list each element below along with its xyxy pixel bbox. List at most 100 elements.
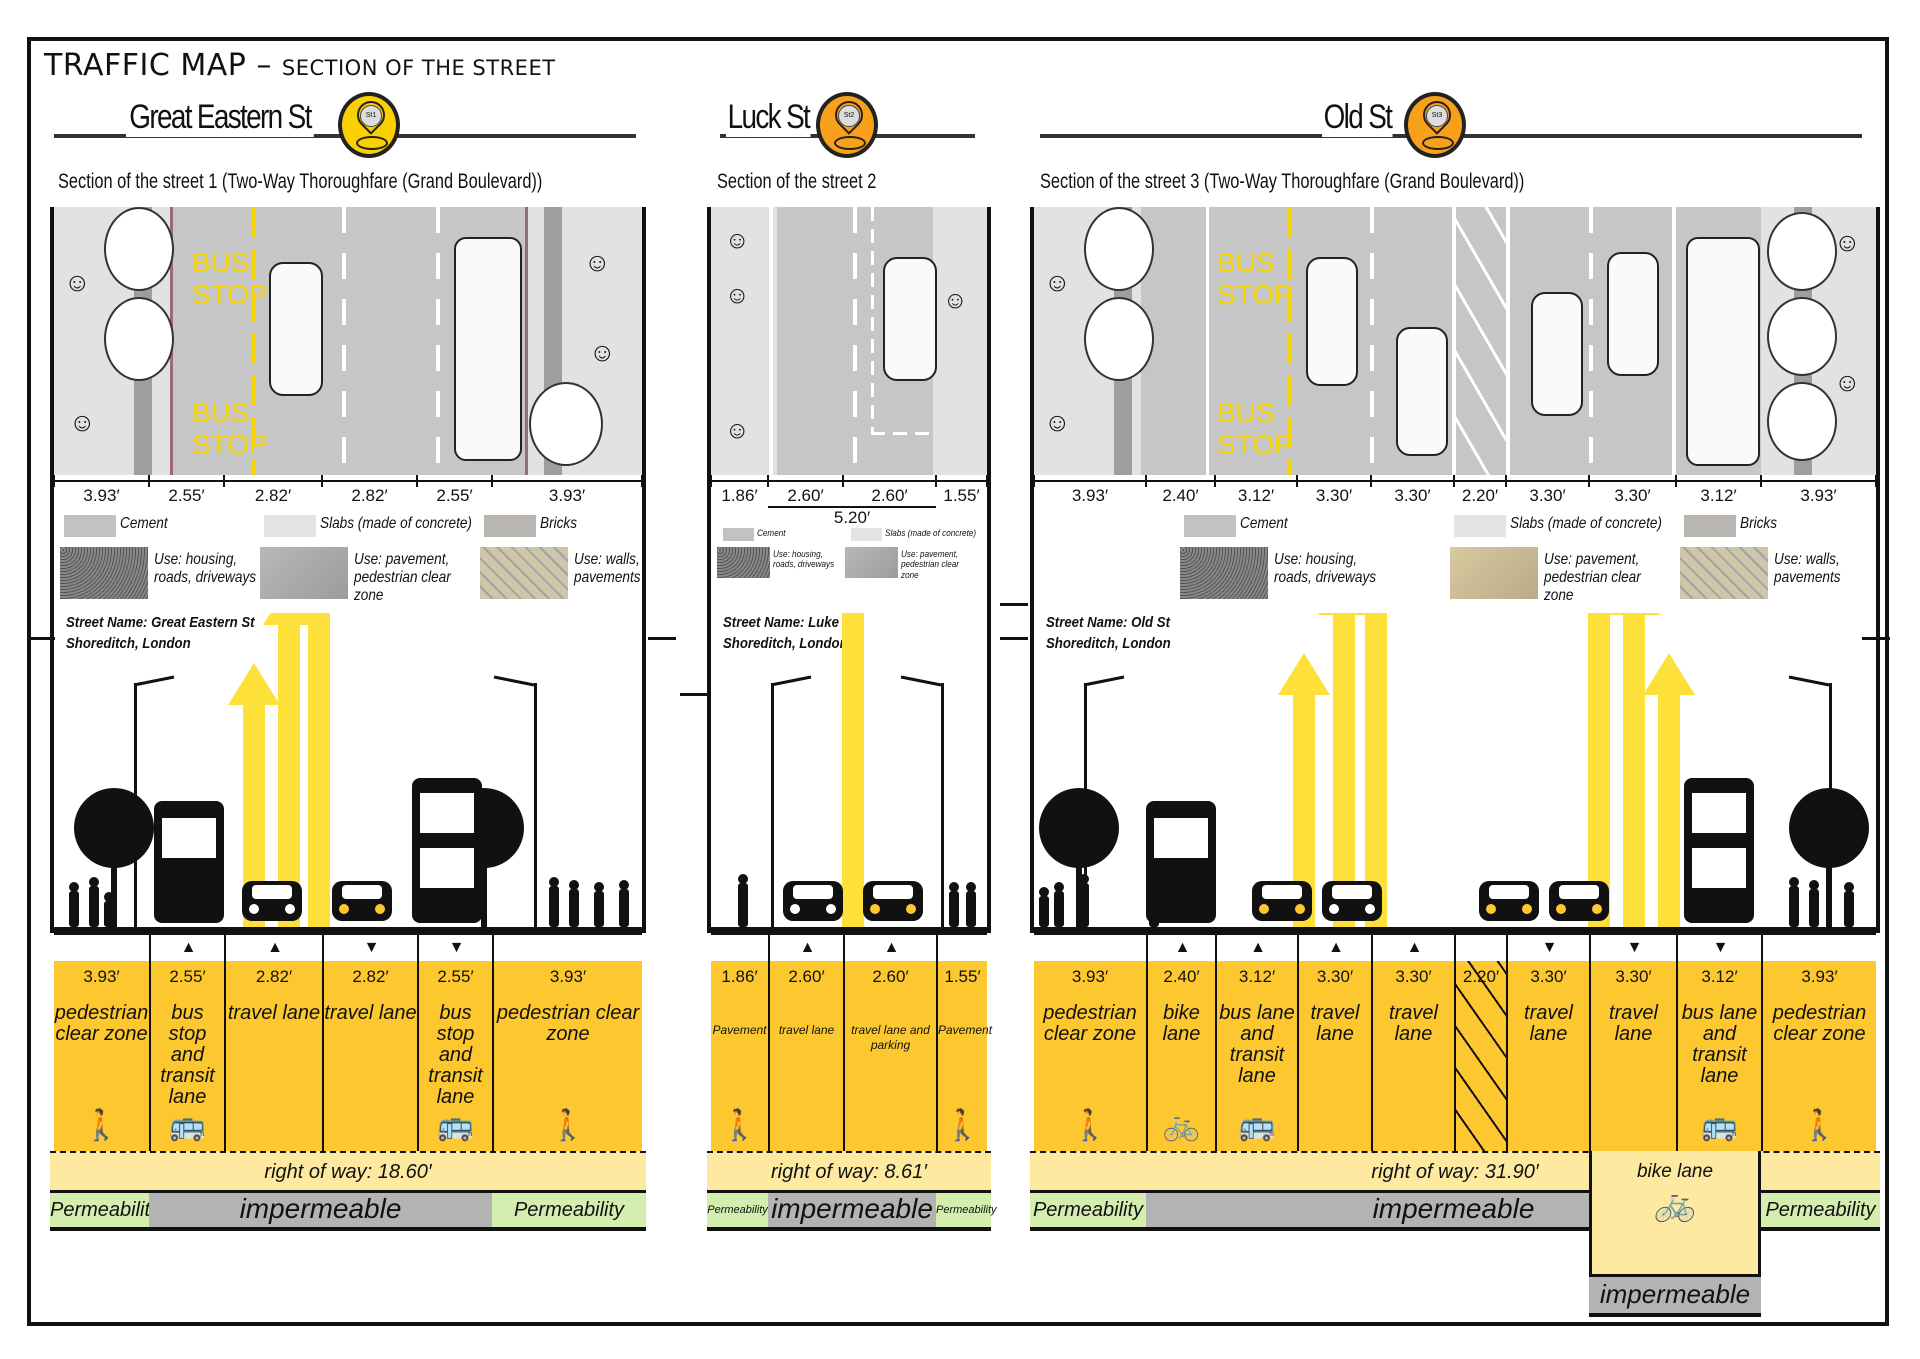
frame-tick: [1000, 637, 1028, 640]
lane-marking: [1506, 207, 1510, 475]
dimension-value: 2.82′: [254, 486, 292, 505]
bike-icon: 🚲: [1162, 1109, 1201, 1142]
tree-silhouette-icon: [1039, 788, 1119, 868]
direction-arrow-icon: ▲: [768, 935, 845, 963]
flow-arrow-shaft: [1293, 693, 1315, 933]
dimension-value: 1.55′: [943, 486, 980, 505]
legend-use-cement: Use: housing, roads, driveways: [154, 551, 257, 586]
lane-cell: 2.55′bus stop and transit lane🚌: [149, 961, 224, 1151]
dimension-line: [1034, 480, 1876, 482]
car-headlight: [1522, 904, 1532, 914]
bike-lane-line: [1206, 207, 1209, 475]
lane-cell: 3.93′pedestrian clear zone🚶: [1034, 961, 1146, 1151]
pedestrian-silhouette-icon: [1844, 882, 1854, 892]
car-headlight: [790, 904, 800, 914]
lane-label: Pavement: [712, 1023, 767, 1037]
lane-label: pedestrian clear zone: [1772, 1002, 1867, 1045]
car-headlight: [870, 904, 880, 914]
legend-swatch-cement: [64, 515, 116, 537]
pedestrian-icon: 🚶: [1800, 1109, 1839, 1142]
section-subtitle-2: Section of the street 2: [717, 170, 877, 193]
lane-label: pedestrian clear zone: [1043, 1002, 1137, 1045]
section-panel-1: [50, 207, 646, 933]
lane-cell: 2.55′bus stop and transit lane🚌: [417, 961, 492, 1151]
car-icon: [883, 257, 937, 381]
legend-label-cement: Cement: [120, 515, 168, 532]
car-window: [1332, 885, 1372, 899]
street-lamp-icon: [941, 683, 944, 928]
legend-label-cement: Cement: [756, 528, 786, 539]
poster-frame: [27, 37, 1889, 1326]
flow-arrow-head: [1318, 613, 1370, 615]
dimension-row: 3.93′2.55′2.82′2.82′2.55′3.93′: [53, 475, 643, 506]
bus-icon: 🚌: [1238, 1109, 1276, 1142]
lane-marking: [342, 207, 346, 475]
lane-marking: [1370, 207, 1374, 475]
dimension-value: 2.55′: [436, 486, 473, 505]
bus-window: [420, 848, 474, 888]
pedestrian-body: [1039, 896, 1049, 927]
pedestrian-topview-icon: ☺: [64, 267, 91, 297]
legend-swatch-slabs: [851, 528, 883, 542]
tree-silhouette-icon: [74, 788, 154, 868]
permeability-label: Permeability: [707, 1193, 768, 1227]
dimension-tick: [416, 475, 418, 487]
lane-cell: 2.60′travel lane and parking: [843, 961, 936, 1151]
direction-arrow-icon: [936, 935, 989, 963]
lane-width: 3.93′: [1071, 967, 1109, 986]
car-icon: [1607, 252, 1659, 376]
ground-line: [1034, 927, 1876, 933]
street-location: Shoreditch, London: [1046, 635, 1171, 652]
pedestrian-body: [949, 891, 959, 927]
pedestrian-silhouette-icon: [1789, 877, 1799, 887]
legend-use-bricks: Use: walls, pavements: [574, 551, 641, 586]
flow-arrow-head: [228, 663, 280, 705]
frame-tick: [27, 637, 55, 640]
direction-arrow-icon: ▲: [149, 935, 226, 963]
street-name-label: Street Name: Luke St: [723, 614, 856, 631]
pedestrian-body: [104, 901, 114, 927]
dimension-value: 3.12′: [1700, 486, 1737, 505]
pedestrian-topview-icon: ☺: [725, 417, 750, 444]
dimension-tick: [710, 475, 712, 487]
section-subtitle-3: Section of the street 3 (Two-Way Thoroug…: [1040, 170, 1525, 193]
bus-icon: 🚌: [168, 1109, 207, 1142]
direction-arrow-icon: [711, 935, 768, 963]
permeability-label: Permeability: [1761, 1193, 1880, 1227]
legend-use-slabs: Use: pavement, pedestrian clear zone: [901, 548, 960, 582]
pedestrian-silhouette-icon: [594, 882, 604, 892]
lane-width: 3.93′: [83, 967, 120, 986]
lane-width: 3.30′: [1530, 967, 1567, 986]
lane-width: 2.20′: [1462, 967, 1500, 986]
car-window: [252, 885, 292, 899]
flow-arrow-shaft: [1658, 693, 1680, 933]
texture-bricks: [1680, 547, 1768, 599]
pedestrian-body: [1809, 889, 1819, 927]
dimension-value: 2.82′: [351, 486, 388, 505]
pedestrian-icon: 🚶: [943, 1109, 982, 1142]
legend-use-slabs: Use: pavement, pedestrian clear zone: [354, 551, 451, 604]
pedestrian-silhouette-icon: [1149, 882, 1159, 892]
legend-swatch-slabs: [264, 515, 316, 537]
pedestrian-topview-icon: ☺: [1044, 407, 1071, 437]
pedestrian-silhouette-icon: [569, 880, 579, 890]
pedestrian-body: [549, 886, 559, 927]
car-window: [1559, 885, 1599, 899]
dimension-tick: [1214, 475, 1216, 487]
tree-icon: [1084, 297, 1154, 381]
pedestrian-topview-icon: ☺: [725, 227, 750, 254]
car-window: [873, 885, 913, 899]
lane-label: travel lane: [778, 1023, 835, 1037]
lane-width: 2.55′: [169, 967, 206, 986]
dimension-value: 3.30′: [1529, 486, 1566, 505]
flow-arrow-head: [1608, 613, 1660, 615]
bike-lane-label: bike lane: [1636, 1161, 1714, 1182]
lane-cell: 3.93′pedestrian clear zone🚶: [1761, 961, 1876, 1151]
pedestrian-body: [1149, 891, 1159, 927]
lane-label: bike lane: [1162, 1002, 1201, 1045]
direction-arrow-icon: [1761, 935, 1878, 963]
